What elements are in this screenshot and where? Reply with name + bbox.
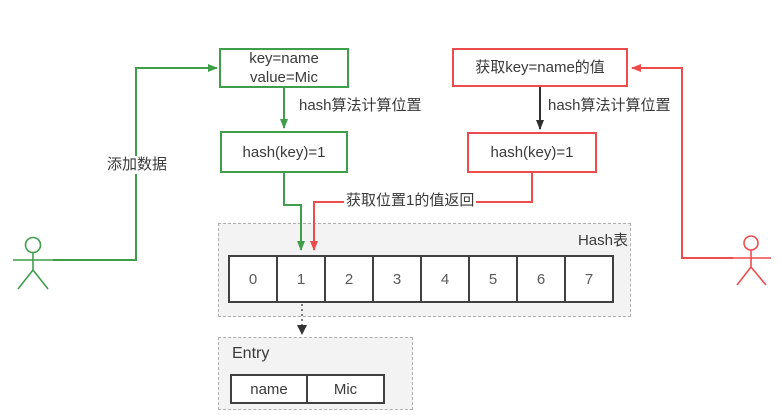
get-actor-to-requestbox-arrow [631,64,733,259]
entry-record: name Mic [230,374,385,404]
put-hashbox-to-slot-arrow [283,173,305,251]
put-hash-result-box: hash(key)=1 [220,131,348,173]
get-actor-icon [733,235,771,286]
get-hash-algo-label: hash算法计算位置 [548,97,671,114]
entry-key-cell: name [230,374,308,404]
put-actor-icon [13,236,53,290]
hash-slot-3: 3 [372,255,422,303]
hash-table-title: Hash表 [577,232,628,249]
hash-slot-7: 7 [564,255,614,303]
get-return-label: 获取位置1的值返回 [344,192,477,210]
hash-slot-4: 4 [420,255,470,303]
hash-table-slots: 0 1 2 3 4 5 6 7 [228,255,614,303]
hash-slot-6: 6 [516,255,566,303]
entry-value-cell: Mic [306,374,385,404]
hash-slot-5: 5 [468,255,518,303]
get-hash-result-box: hash(key)=1 [467,132,597,173]
entry-title: Entry [232,345,270,362]
put-hash-algo-label: hash算法计算位置 [299,97,422,114]
put-action-label: 添加数据 [104,156,170,174]
put-key-value-box: key=name value=Mic [219,48,349,88]
hash-slot-0: 0 [228,255,278,303]
put-key-line: key=name [249,50,319,67]
get-hashbox-to-slot-arrow [310,173,533,251]
slot-to-entry-arrowhead [297,325,307,335]
get-request-box: 获取key=name的值 [452,48,628,87]
put-value-line: value=Mic [250,69,318,86]
hash-slot-1: 1 [276,255,326,303]
hash-slot-2: 2 [324,255,374,303]
